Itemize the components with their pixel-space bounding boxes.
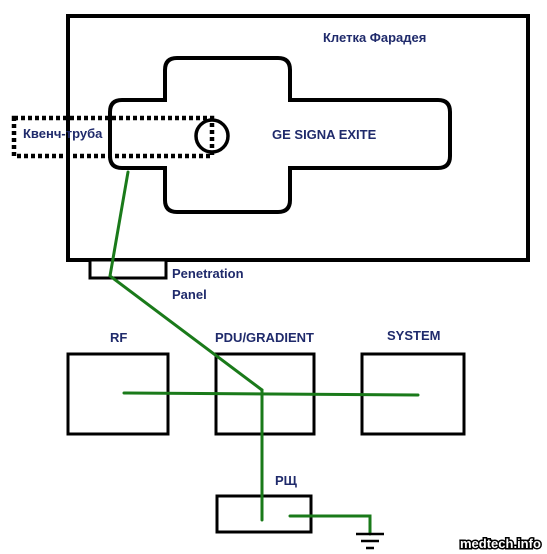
cable-routing [108,170,420,536]
ground-icon [356,532,384,550]
magnet-outline [108,56,452,214]
quench-pipe [11,115,215,159]
cable-magnet-to-pdu [108,170,264,392]
system-label: SYSTEM [387,328,440,343]
penetration-panel-box [88,258,168,280]
pdu-gradient-label: PDU/GRADIENT [215,330,314,345]
watermark: medtech.info [460,536,541,551]
distribution-board-label: РЩ [275,473,298,488]
quench-pipe-label: Квенч-труба [23,126,103,141]
magnet-label: GE SIGNA EXITE [272,127,377,142]
faraday-cage-label: Клетка Фарадея [323,30,426,45]
cable-board-to-ground [288,514,372,536]
penetration-panel-label-line1: Penetration [172,266,244,281]
cable-rf-to-system [122,391,420,397]
penetration-panel-label-line2: Panel [172,287,207,302]
distribution-board-box [215,494,313,534]
rf-label: RF [110,330,127,345]
quench-port-circle [194,118,230,154]
